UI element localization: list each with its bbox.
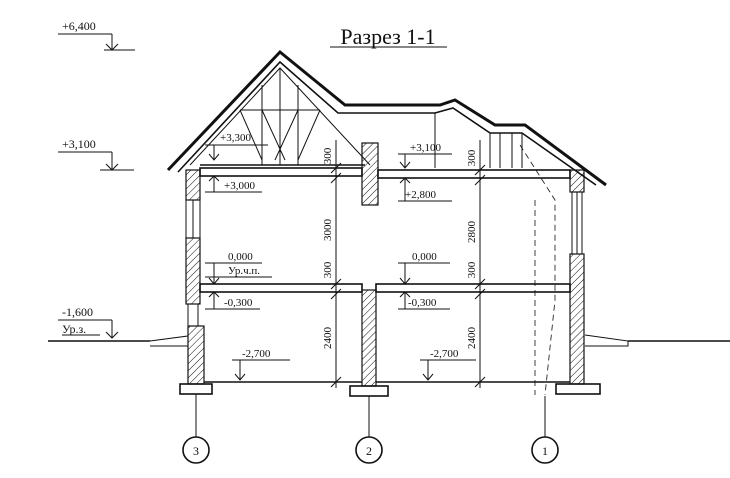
level-right-basement: -2,700 (420, 348, 476, 381)
level-left-ceiling-top: +3,300 (205, 132, 268, 161)
svg-text:Ур.ч.п.: Ур.ч.п. (228, 265, 260, 277)
right-wall-lower (569, 253, 585, 385)
right-ceiling-slab (377, 169, 571, 179)
level-left-basement: -2,700 (232, 348, 290, 381)
axis-3-label: 3 (193, 444, 199, 458)
right-wall-upper (569, 169, 585, 193)
level-right-ceiling-top: +3,100 (398, 142, 452, 169)
svg-text:+2,800: +2,800 (405, 189, 436, 201)
svg-text:-0,300: -0,300 (408, 297, 437, 309)
left-floor-slab (199, 283, 363, 293)
dim-chain-right: 300 2800 300 2400 (466, 140, 486, 388)
svg-text:+3,000: +3,000 (224, 180, 255, 192)
level-mark-top: +6,400 (58, 19, 135, 51)
ground-slope-left (149, 335, 189, 347)
level-left-ceiling-bottom: +3,000 (205, 175, 262, 193)
svg-text:300: 300 (322, 261, 334, 278)
left-wall-middle (185, 237, 201, 305)
svg-text:0,000: 0,000 (412, 251, 437, 263)
svg-text:300: 300 (466, 261, 478, 278)
axis-1-label: 1 (542, 444, 548, 458)
right-floor-slab (375, 283, 571, 293)
middle-footing (349, 385, 389, 397)
left-wall-upper (185, 169, 201, 201)
level-left-floor-under: -0,300 (205, 291, 260, 310)
left-window-lower (187, 303, 199, 327)
dim-chain-left: 300 3000 300 2400 (322, 140, 342, 388)
axis-3: 3 (182, 394, 210, 464)
drawing-title: Разрез 1-1 (340, 24, 435, 49)
svg-text:+3,100: +3,100 (410, 142, 441, 154)
svg-text:-2,700: -2,700 (430, 348, 459, 360)
right-footing (555, 383, 601, 395)
left-foundation-wall (187, 325, 205, 385)
left-ceiling-slab (199, 167, 363, 177)
level-top-text: +6,400 (62, 19, 96, 33)
axis-1: 1 (531, 396, 559, 464)
svg-text:3000: 3000 (322, 219, 334, 242)
middle-wall-upper (361, 142, 379, 206)
ground-slope-right (584, 334, 629, 347)
level-mark-second-floor: +3,100 (58, 137, 134, 171)
level-mark-ground: -1,600 Ур.з. (58, 305, 119, 339)
level-right-floor: 0,000 (398, 251, 450, 285)
svg-text:2400: 2400 (466, 327, 478, 350)
axis-2-label: 2 (366, 444, 372, 458)
svg-text:300: 300 (466, 149, 478, 166)
svg-text:0,000: 0,000 (228, 251, 253, 263)
middle-wall-lower (361, 289, 377, 387)
svg-text:300: 300 (322, 147, 334, 164)
level-ground-text: -1,600 (62, 305, 93, 319)
svg-text:2400: 2400 (322, 327, 334, 350)
svg-text:+3,300: +3,300 (220, 132, 251, 144)
level-right-ceiling-bottom: +2,800 (398, 177, 452, 202)
svg-text:-2,700: -2,700 (242, 348, 271, 360)
left-footing (179, 383, 213, 395)
level-left-floor: 0,000 Ур.ч.п. (205, 251, 272, 285)
level-right-floor-under: -0,300 (398, 291, 450, 310)
roof (166, 49, 607, 187)
svg-text:2800: 2800 (466, 221, 478, 244)
level-second-floor-text: +3,100 (62, 137, 96, 151)
svg-text:-0,300: -0,300 (224, 297, 253, 309)
hidden-lines (519, 144, 556, 396)
level-ground-label: Ур.з. (62, 322, 86, 336)
axis-2: 2 (355, 396, 383, 464)
